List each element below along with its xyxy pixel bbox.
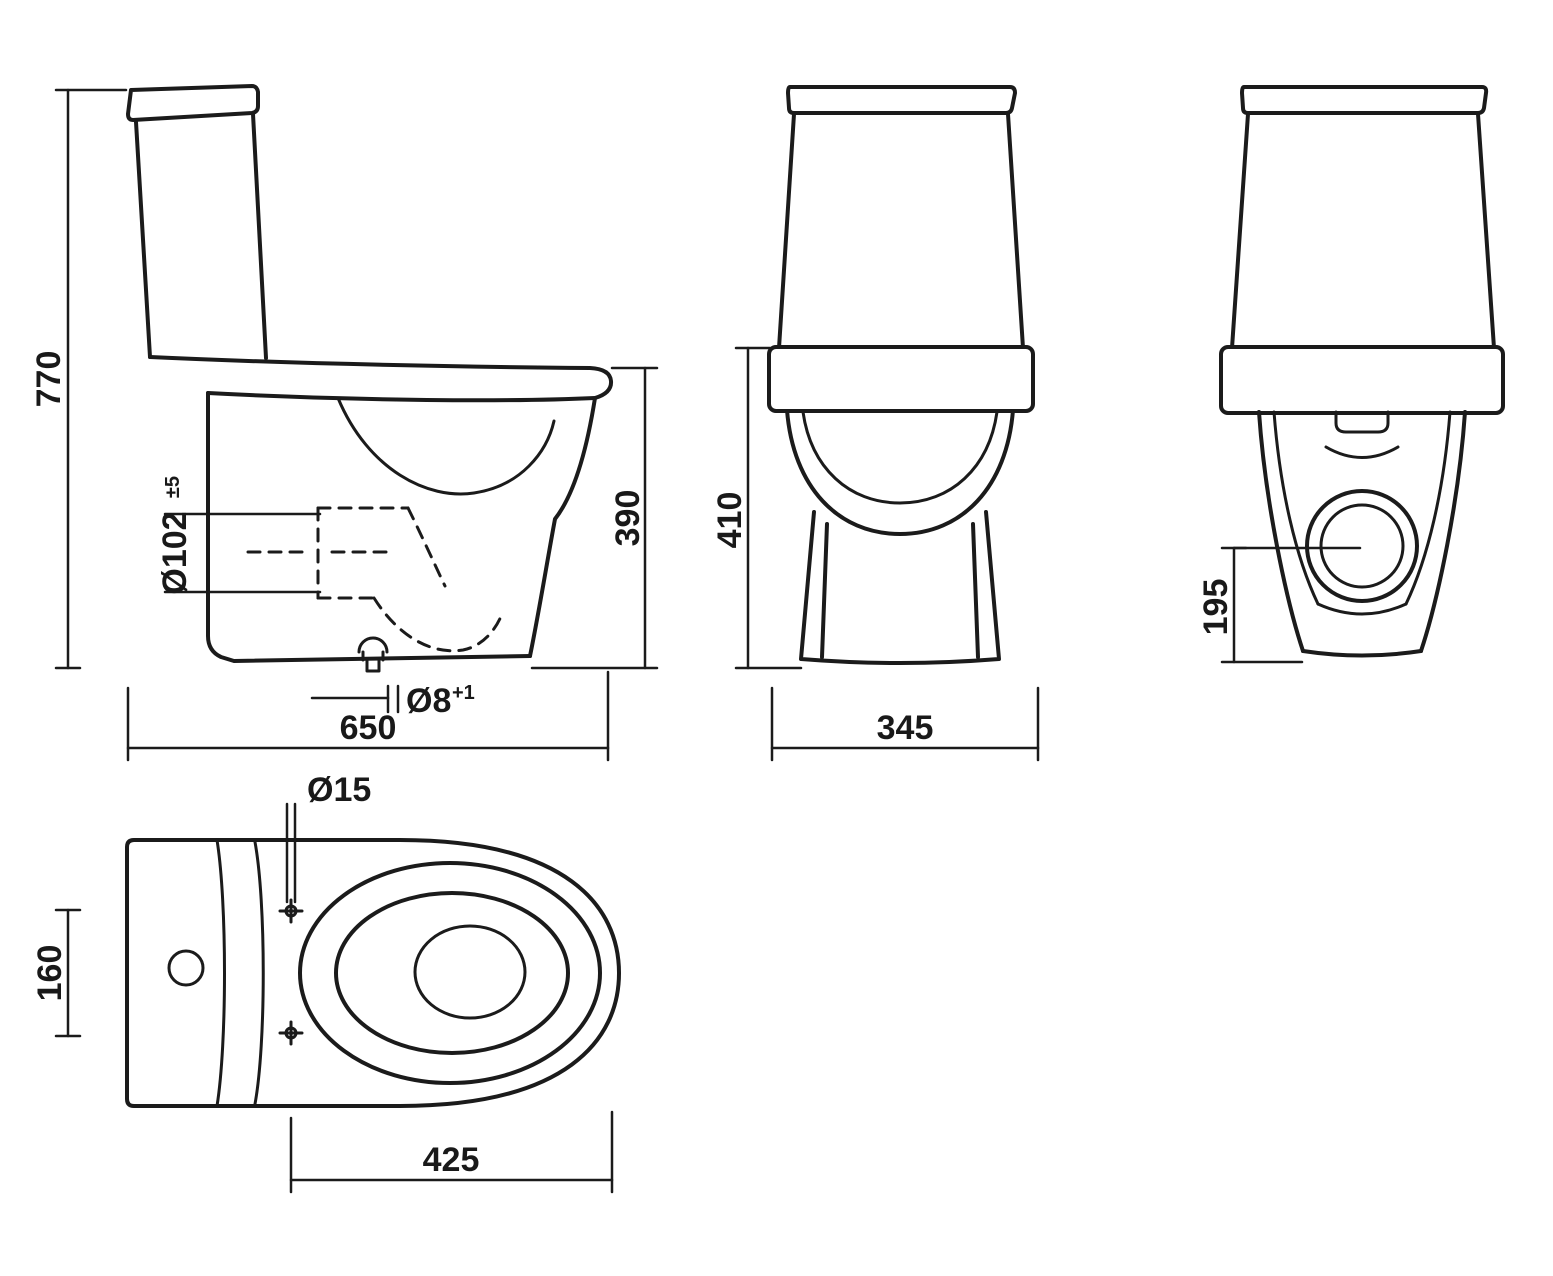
dim-160-label: 160 xyxy=(31,945,69,1002)
back-notch xyxy=(1334,410,1390,434)
rim-and-bowl-front xyxy=(148,355,614,658)
seat-band xyxy=(767,345,1035,413)
dim-trap-diameter-label: Ø102 xyxy=(156,511,194,594)
seat-band xyxy=(1219,345,1505,415)
seat-outer-ring xyxy=(298,861,602,1085)
bowl-inner-curve xyxy=(336,396,556,496)
footprint-outline xyxy=(125,838,621,1108)
flush-button xyxy=(167,949,205,987)
top-view xyxy=(125,838,621,1108)
hinge-hole-marker xyxy=(284,1026,298,1040)
dim-425-label: 425 xyxy=(423,1141,480,1179)
pedestal-and-base xyxy=(206,391,532,663)
body-bottom-edge xyxy=(1301,649,1423,658)
inner-contour-bottom xyxy=(1316,602,1408,616)
front-view-dimensions: 410 345 xyxy=(711,346,1040,762)
dim-fixing-diameter-label: Ø8 xyxy=(406,682,451,720)
side-view-dimensions: 770 390 650 Ø102 ±5 Ø8 +1 xyxy=(30,88,659,762)
dim-410-label: 410 xyxy=(711,492,749,549)
dim-650-label: 650 xyxy=(340,709,397,747)
cistern-lid-outline xyxy=(786,85,1017,115)
dim-390-label: 390 xyxy=(609,490,647,547)
under-rim-line xyxy=(206,391,597,403)
rear-view-dimensions: 195 xyxy=(1197,546,1362,664)
cistern-lid-outline xyxy=(126,84,260,122)
cistern-front-line xyxy=(253,840,265,1106)
dim-345-label: 345 xyxy=(877,709,934,747)
dim-fixing-tolerance-label: +1 xyxy=(452,682,475,704)
cistern-left-edge xyxy=(777,112,796,350)
inner-contour-right xyxy=(1404,410,1452,606)
cistern-lid-outline xyxy=(1240,85,1489,115)
side-view-hidden-trap xyxy=(246,506,505,653)
inner-contour-left xyxy=(1272,410,1320,606)
side-view xyxy=(126,84,614,673)
bowl-water-area xyxy=(413,924,527,1020)
floor-fixing-bolt xyxy=(357,636,389,673)
top-view-dimensions: Ø15 160 425 xyxy=(31,771,614,1194)
bowl-outline xyxy=(785,408,1015,536)
rear-view xyxy=(1219,85,1505,658)
trap-hidden-line xyxy=(406,506,447,588)
dim-195-label: 195 xyxy=(1197,579,1235,636)
body-right-edge xyxy=(1419,410,1467,653)
hinge-hole-marker xyxy=(278,1020,304,1046)
dim-hinge-diameter-label: Ø15 xyxy=(307,771,371,809)
pedestal-outline xyxy=(799,510,1001,665)
cistern-front-edge xyxy=(251,112,268,360)
cistern-right-edge xyxy=(1006,112,1025,350)
trap-hidden-line xyxy=(372,596,505,653)
cistern-right-edge xyxy=(1476,112,1496,350)
body-left-edge xyxy=(1257,410,1305,653)
cistern-left-edge xyxy=(1230,112,1250,350)
dim-770-label: 770 xyxy=(30,351,68,408)
back-contour-arc xyxy=(1324,445,1400,459)
hinge-hole-marker xyxy=(284,904,298,918)
front-view xyxy=(767,85,1035,665)
seat-inner-ring xyxy=(334,891,570,1055)
dim-trap-tolerance-label: ±5 xyxy=(162,476,184,498)
hinge-hole-marker xyxy=(278,898,304,924)
outlet-inner-circle xyxy=(1319,503,1405,589)
cistern-front-line xyxy=(215,838,226,1108)
cistern-back-edge xyxy=(134,120,152,359)
bowl-inner-arc xyxy=(801,410,999,505)
